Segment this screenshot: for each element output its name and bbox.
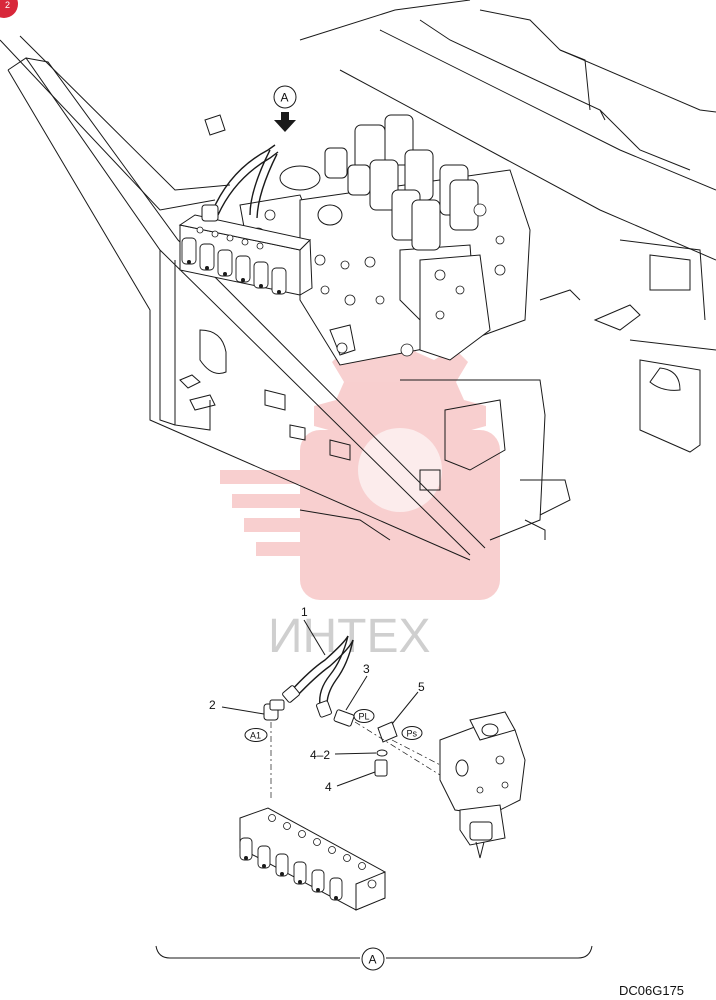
view-a-arrow-icon <box>274 112 296 132</box>
drawing-code: DC06G175 <box>619 983 684 998</box>
part-label-4-2: 4–2 <box>310 748 330 762</box>
part-1-hose <box>282 619 354 718</box>
page-badge-text: 2 <box>5 0 10 10</box>
upper-pilot-manifold <box>178 144 313 296</box>
port-label-a1: A1 <box>250 731 261 741</box>
part-3-adapter <box>333 675 368 727</box>
port-label-pl: PL <box>359 712 370 722</box>
page-badge: 2 <box>0 0 18 18</box>
assembly-centerlines <box>270 721 451 800</box>
valve-spools <box>279 114 479 251</box>
pilot-valve-body <box>439 711 526 859</box>
part-labels: 1 2 3 5 4–2 4 <box>209 605 425 794</box>
port-labels: A1 PL Ps <box>244 709 423 742</box>
view-a-callout: A <box>273 85 297 132</box>
part-5-elbow <box>377 691 419 743</box>
watermark-logo <box>220 330 500 600</box>
lower-pilot-manifold <box>239 807 386 911</box>
upper-frame <box>0 0 716 561</box>
view-a-callout-label: A <box>281 91 289 105</box>
part-label-4: 4 <box>325 780 332 794</box>
part-4-connector <box>336 759 388 787</box>
part-label-3: 3 <box>363 662 370 676</box>
detail-view-bracket: A <box>155 945 593 971</box>
part-label-1: 1 <box>301 605 308 619</box>
port-label-ps: Ps <box>407 729 418 739</box>
detail-view-label: A <box>369 953 377 967</box>
part-label-5: 5 <box>418 680 425 694</box>
part-2-elbow <box>221 699 285 721</box>
part-label-2: 2 <box>209 698 216 712</box>
main-control-valve <box>239 114 531 366</box>
part-4-2-oring <box>334 749 388 757</box>
